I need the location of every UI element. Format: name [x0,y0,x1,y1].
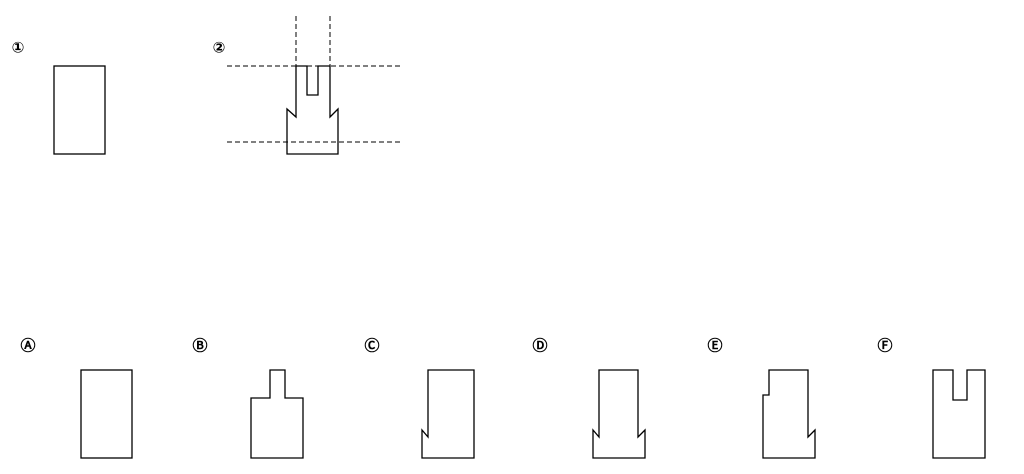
option-f-shape [932,369,986,459]
figure-2-label: ② [212,38,226,57]
option-b-label: Ⓑ [192,336,208,355]
option-e-label: Ⓔ [707,336,723,355]
figure-2-shape [286,65,339,155]
option-b-shape [250,369,304,459]
option-d-label: Ⓓ [532,336,548,355]
figure-1-rectangle [53,65,106,155]
option-d-shape [592,369,646,459]
option-a-shape [80,369,133,459]
option-e-shape [762,369,816,459]
option-f-label: Ⓕ [877,336,893,355]
option-a-label: Ⓐ [20,336,36,355]
figure-2-guides [227,16,400,143]
option-c-label: Ⓒ [364,336,380,355]
option-c-shape [421,369,475,459]
figure-1-label: ① [11,38,25,57]
